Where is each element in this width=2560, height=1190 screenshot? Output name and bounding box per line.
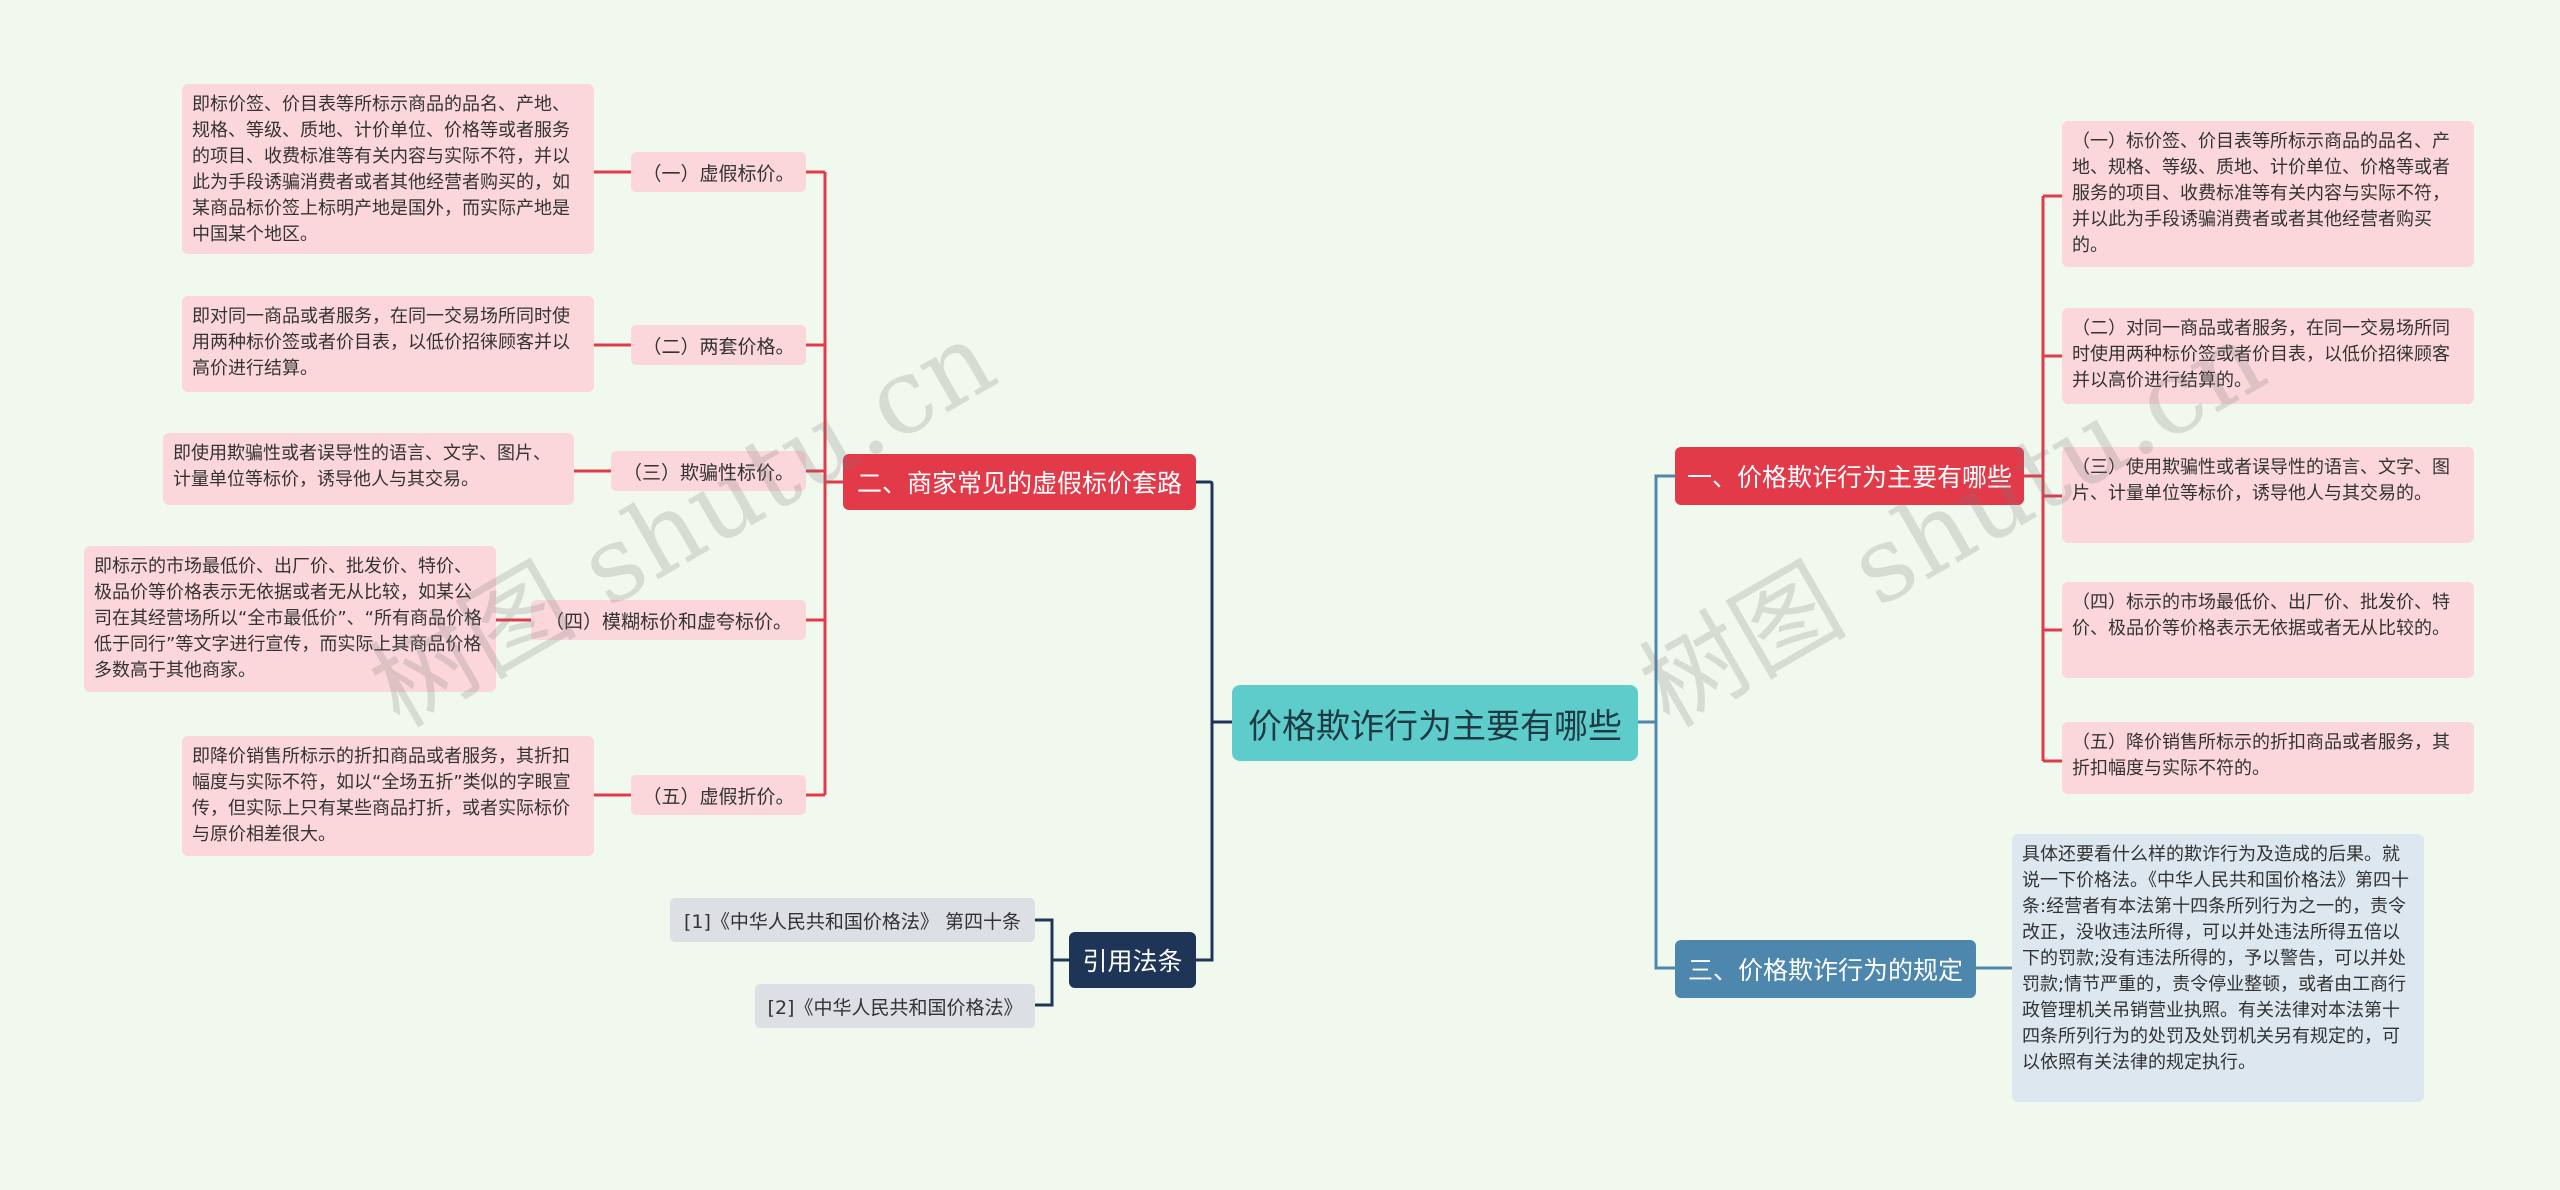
label-vague-pricing[interactable]: （四）模糊标价和虚夸标价。: [531, 600, 806, 640]
label-two-prices[interactable]: （二）两套价格。: [631, 325, 806, 365]
detail-deceptive-pricing-text: 即使用欺骗性或者误导性的语言、文字、图片、计量单位等标价，诱导他人与其交易。: [173, 443, 551, 490]
branch-main-fraud-types[interactable]: 一、价格欺诈行为主要有哪些: [1675, 447, 2024, 505]
right-item-3: （三）使用欺骗性或者误导性的语言、文字、图片、计量单位等标价，诱导他人与其交易的…: [2062, 447, 2474, 543]
right-item-4: （四）标示的市场最低价、出厂价、批发价、特价、极品价等价格表示无依据或者无从比较…: [2062, 582, 2474, 678]
ref-item-2-text: [2]《中华人民共和国价格法》: [767, 996, 1023, 1019]
label-false-discount-text: （五）虚假折价。: [642, 785, 795, 808]
connector-center-left: [1196, 480, 1232, 724]
regulation-detail: 具体还要看什么样的欺诈行为及造成的后果。就说一下价格法。《中华人民共和国价格法》…: [2012, 834, 2424, 1102]
branch-main-fraud-types-label: 一、价格欺诈行为主要有哪些: [1686, 463, 2012, 492]
branch-common-false-pricing[interactable]: 二、商家常见的虚假标价套路: [843, 454, 1196, 510]
detail-false-pricing: 即标价签、价目表等所标示商品的品名、产地、规格、等级、质地、计价单位、价格等或者…: [182, 84, 594, 254]
label-false-pricing[interactable]: （一）虚假标价。: [631, 152, 806, 192]
branch-fraud-regulations-label: 三、价格欺诈行为的规定: [1687, 956, 1963, 985]
detail-vague-pricing-text: 即标示的市场最低价、出厂价、批发价、特价、极品价等价格表示无依据或者无从比较，如…: [94, 556, 482, 681]
ref-item-2[interactable]: [2]《中华人民共和国价格法》: [755, 984, 1035, 1028]
regulation-detail-text: 具体还要看什么样的欺诈行为及造成的后果。就说一下价格法。《中华人民共和国价格法》…: [2022, 844, 2409, 1073]
ref-item-1[interactable]: [1]《中华人民共和国价格法》 第四十条: [670, 898, 1035, 942]
detail-false-discount-text: 即降价销售所标示的折扣商品或者服务，其折扣幅度与实际不符，如以“全场五折”类似的…: [192, 746, 571, 845]
branch-fraud-regulations[interactable]: 三、价格欺诈行为的规定: [1675, 940, 1976, 998]
right-item-5-text: （五）降价销售所标示的折扣商品或者服务，其折扣幅度与实际不符的。: [2072, 732, 2450, 779]
detail-vague-pricing: 即标示的市场最低价、出厂价、批发价、特价、极品价等价格表示无依据或者无从比较，如…: [84, 546, 496, 692]
branch-references-label: 引用法条: [1082, 947, 1183, 976]
right-item-3-text: （三）使用欺骗性或者误导性的语言、文字、图片、计量单位等标价，诱导他人与其交易的…: [2072, 457, 2450, 504]
detail-deceptive-pricing: 即使用欺骗性或者误导性的语言、文字、图片、计量单位等标价，诱导他人与其交易。: [163, 433, 574, 505]
connector-center-right-three: [1638, 720, 1675, 970]
center-topic-text: 价格欺诈行为主要有哪些: [1248, 706, 1622, 747]
right-item-1: （一）标价签、价目表等所标示商品的品名、产地、规格、等级、质地、计价单位、价格等…: [2062, 121, 2474, 267]
right-item-5: （五）降价销售所标示的折扣商品或者服务，其折扣幅度与实际不符的。: [2062, 722, 2474, 794]
label-deceptive-pricing[interactable]: （三）欺骗性标价。: [611, 451, 806, 491]
label-vague-pricing-text: （四）模糊标价和虚夸标价。: [544, 610, 792, 633]
branch-common-false-pricing-label: 二、商家常见的虚假标价套路: [856, 469, 1182, 498]
ref-item-1-text: [1]《中华人民共和国价格法》 第四十条: [684, 910, 1021, 933]
right-item-2: （二）对同一商品或者服务，在同一交易场所同时使用两种标价签或者价目表，以低价招徕…: [2062, 308, 2474, 404]
right-item-4-text: （四）标示的市场最低价、出厂价、批发价、特价、极品价等价格表示无依据或者无从比较…: [2072, 592, 2450, 639]
label-two-prices-text: （二）两套价格。: [642, 335, 795, 358]
connector-center-refs: [1196, 720, 1232, 962]
label-false-pricing-text: （一）虚假标价。: [642, 162, 795, 185]
connector-refs-spine: [1035, 918, 1069, 1007]
detail-two-prices-text: 即对同一商品或者服务，在同一交易场所同时使用两种标价签或者价目表，以低价招徕顾客…: [192, 306, 570, 379]
detail-two-prices: 即对同一商品或者服务，在同一交易场所同时使用两种标价签或者价目表，以低价招徕顾客…: [182, 296, 594, 392]
detail-false-pricing-text: 即标价签、价目表等所标示商品的品名、产地、规格、等级、质地、计价单位、价格等或者…: [192, 94, 570, 245]
right-item-1-text: （一）标价签、价目表等所标示商品的品名、产地、规格、等级、质地、计价单位、价格等…: [2072, 131, 2450, 256]
center-topic[interactable]: 价格欺诈行为主要有哪些: [1232, 685, 1638, 761]
detail-false-discount: 即降价销售所标示的折扣商品或者服务，其折扣幅度与实际不符，如以“全场五折”类似的…: [182, 736, 594, 856]
label-false-discount[interactable]: （五）虚假折价。: [631, 775, 806, 815]
right-item-2-text: （二）对同一商品或者服务，在同一交易场所同时使用两种标价签或者价目表，以低价招徕…: [2072, 318, 2450, 391]
branch-references[interactable]: 引用法条: [1069, 932, 1196, 988]
label-deceptive-pricing-text: （三）欺骗性标价。: [622, 461, 794, 484]
connector-center-right-one: [1638, 474, 1675, 724]
